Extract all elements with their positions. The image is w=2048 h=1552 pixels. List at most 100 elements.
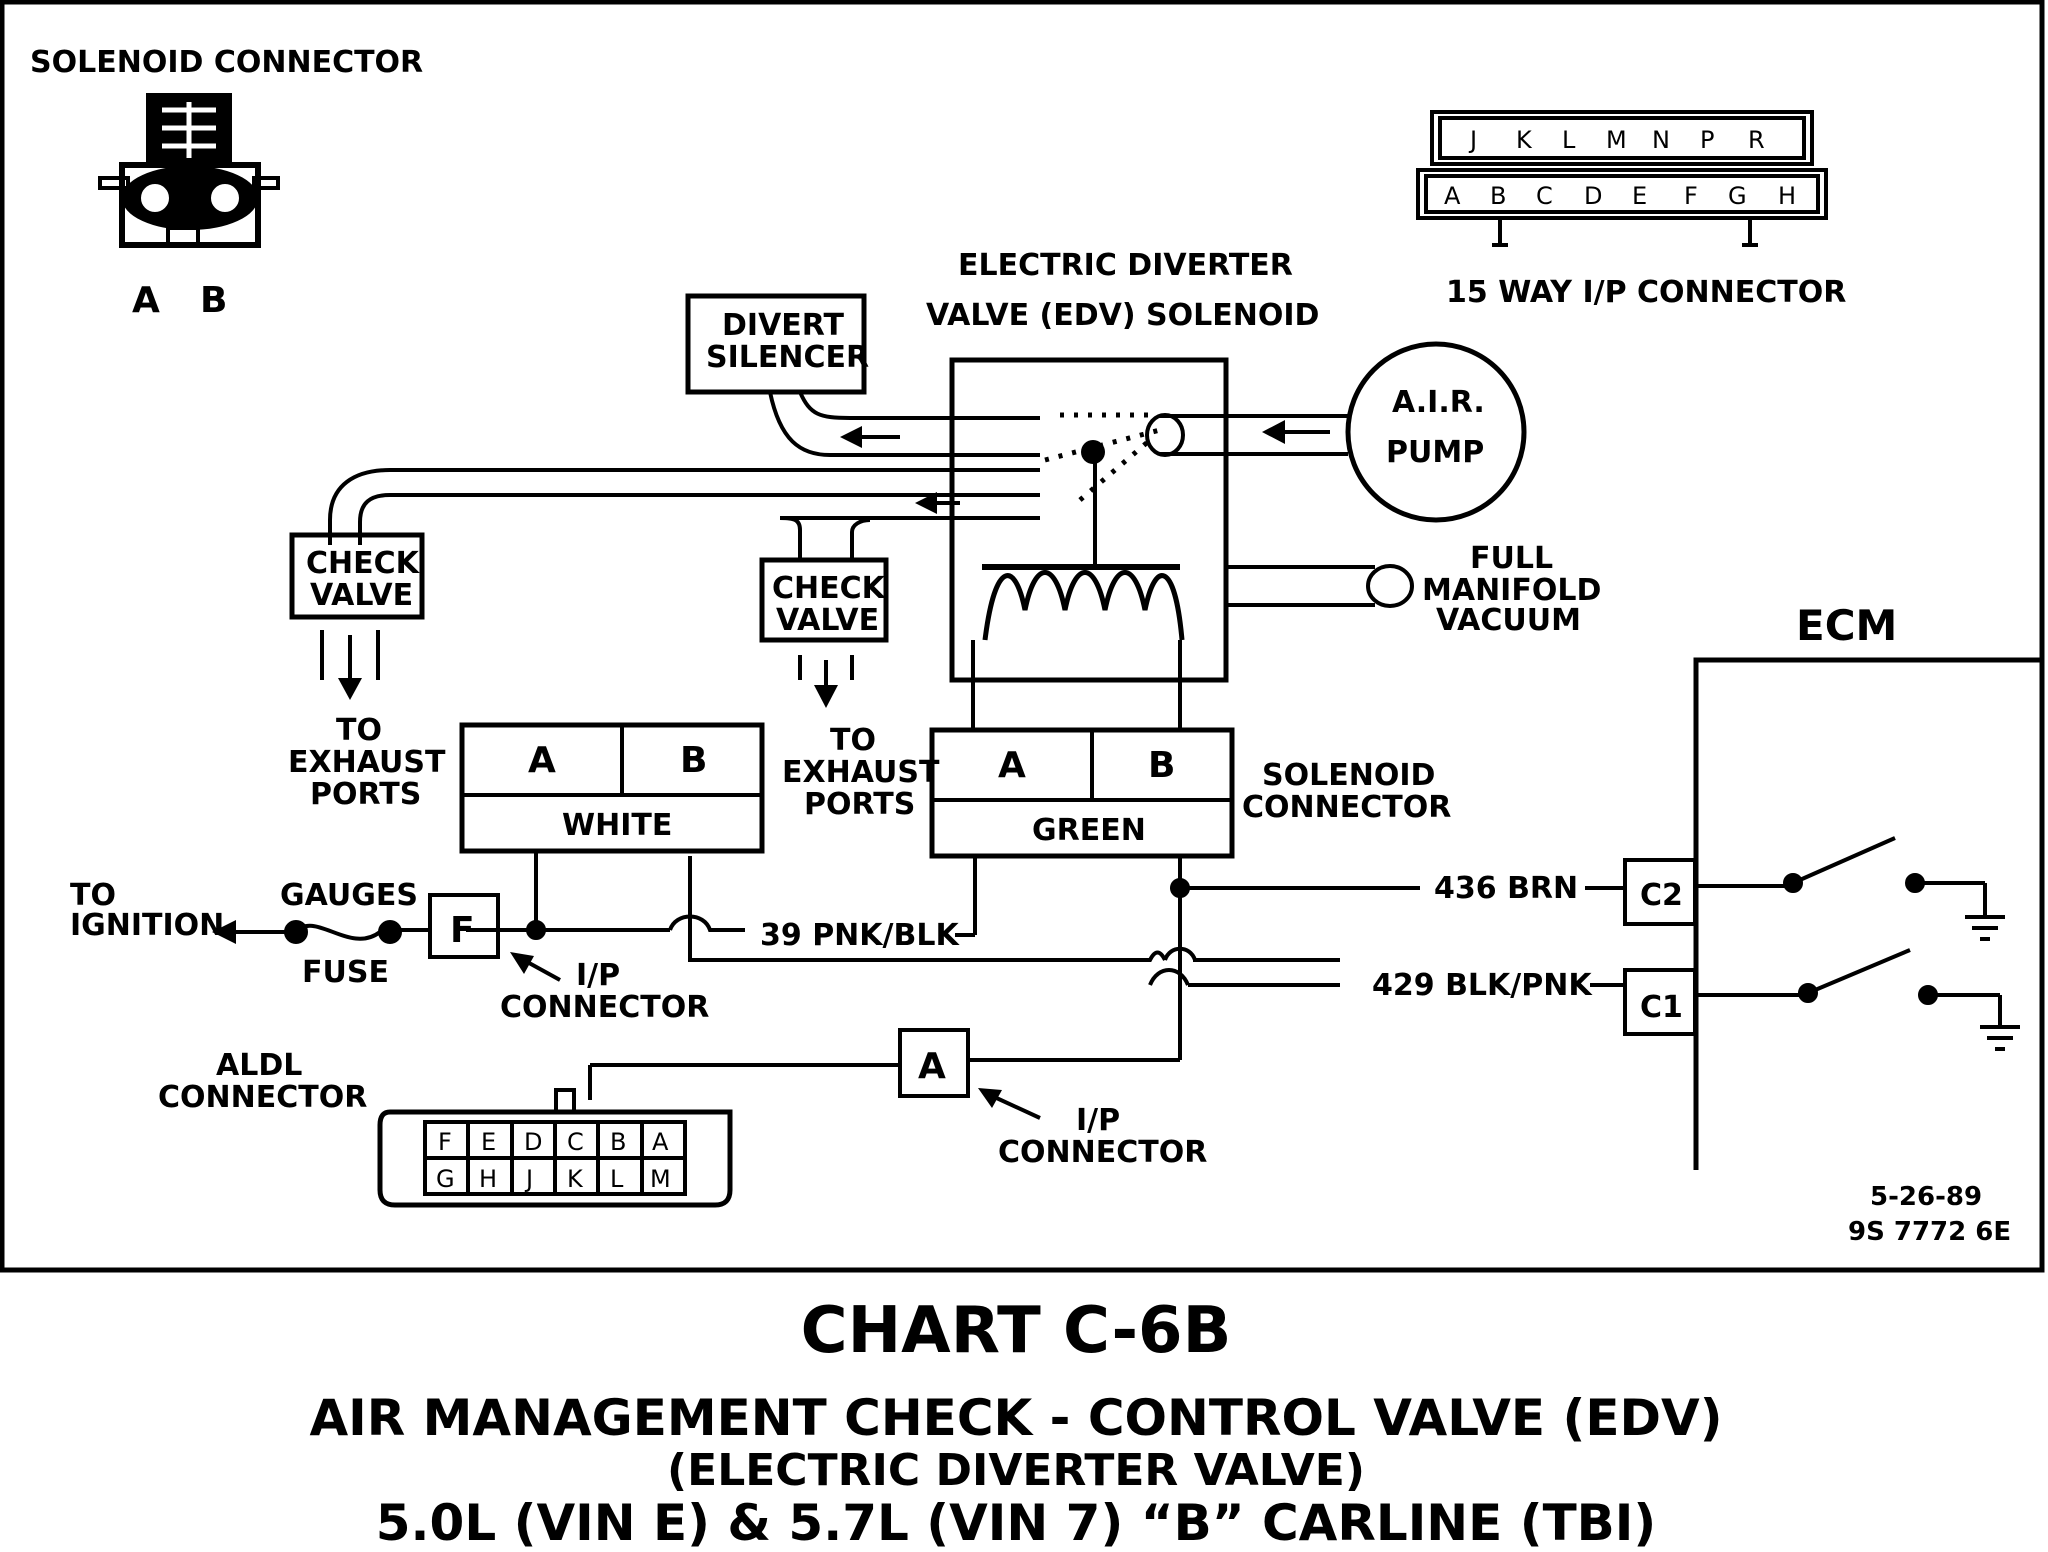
aldl-line2: CONNECTOR (158, 1080, 367, 1115)
svg-text:C: C (567, 1128, 584, 1156)
white-connector-b: B (680, 740, 707, 781)
check-valve-left-line1: CHECK (306, 546, 421, 581)
chart-engine: 5.0L (VIN E) & 5.7L (VIN 7) “B” CARLINE … (376, 1494, 1657, 1552)
solenoid-pin-b: B (200, 280, 227, 321)
chart-id: CHART C-6B (801, 1294, 1232, 1368)
green-connector-b: B (1148, 745, 1175, 786)
air-pump-circle (1345, 341, 1527, 523)
svg-text:M: M (650, 1165, 671, 1193)
diagram-frame (0, 0, 2045, 1273)
date-line1: 5-26-89 (1870, 1182, 1982, 1212)
svg-text:E: E (1632, 182, 1647, 210)
svg-text:A: A (1444, 182, 1461, 210)
solenoid-coil (982, 570, 1185, 641)
chart-subtitle: (ELECTRIC DIVERTER VALVE) (667, 1445, 1365, 1496)
ip-connector-15-way (1416, 110, 1828, 247)
wire-429-blk-pnk (688, 856, 1167, 962)
divert-silencer-box (685, 293, 867, 395)
ignition-line1: TO (70, 878, 116, 913)
check-valve-mid-line2: VALVE (776, 603, 879, 638)
ip-connector-15-pins-top: J K L M N P R (1468, 126, 1765, 154)
svg-text:C: C (1536, 182, 1553, 210)
svg-text:A: A (652, 1128, 669, 1156)
svg-text:L: L (1562, 126, 1576, 154)
svg-text:B: B (610, 1128, 626, 1156)
aldl-pins-top: F E D C B A (438, 1128, 669, 1156)
a-box-label: A (918, 1046, 946, 1087)
ip-connector-a-line2: CONNECTOR (998, 1135, 1207, 1170)
svg-text:F: F (438, 1128, 452, 1156)
svg-text:P: P (1700, 126, 1714, 154)
green-connector (929, 727, 1235, 859)
svg-text:R: R (1748, 126, 1765, 154)
solenoid-connector-label-line1: SOLENOID (1262, 758, 1435, 793)
aldl-connector (377, 1088, 733, 1208)
svg-text:L: L (610, 1165, 624, 1193)
svg-text:M: M (1606, 126, 1627, 154)
edv-label-line1: ELECTRIC DIVERTER (958, 248, 1293, 283)
aldl-pins-bottom: G H J K L M (436, 1165, 671, 1193)
ecm-c2-pin (1623, 858, 1697, 926)
ip-connector-f-line2: CONNECTOR (500, 990, 709, 1025)
white-connector-a: A (528, 740, 556, 781)
white-connector-color: WHITE (562, 808, 672, 843)
wire-429-label: 429 BLK/PNK (1372, 968, 1593, 1003)
solenoid-connector-label-line2: CONNECTOR (1242, 790, 1451, 825)
air-pump-line1: A.I.R. (1392, 385, 1485, 420)
chart-title: AIR MANAGEMENT CHECK - CONTROL VALVE (ED… (309, 1389, 1722, 1447)
wire-436-label: 436 BRN (1434, 871, 1578, 906)
ip-connector-f-line1: I/P (576, 958, 620, 993)
gauges-label: GAUGES (280, 878, 418, 913)
exhaust-mid-line3: PORTS (804, 787, 915, 822)
exhaust-mid-line1: TO (830, 723, 876, 758)
aldl-line1: ALDL (216, 1048, 302, 1083)
air-pump-line2: PUMP (1386, 435, 1484, 470)
svg-text:J: J (524, 1165, 533, 1193)
white-connector (459, 722, 765, 854)
date-line2: 9S 7772 6E (1848, 1217, 2011, 1247)
ecm-label: ECM (1796, 601, 1897, 650)
exhaust-left-line1: TO (336, 713, 382, 748)
valve-pivot (1081, 440, 1105, 464)
exhaust-mid-line2: EXHAUST (782, 755, 940, 790)
manifold-line3: VACUUM (1436, 603, 1581, 638)
fuse-symbol (294, 923, 382, 941)
valve-dotted-paths (1044, 412, 1161, 502)
check-valve-mid-box (759, 557, 889, 643)
pump-port (1145, 413, 1185, 457)
svg-text:H: H (479, 1165, 497, 1193)
svg-text:D: D (1584, 182, 1602, 210)
f-box-label: F (450, 910, 475, 951)
ip-connector-15-pins-bottom: A B C D E F G H (1444, 182, 1796, 210)
solenoid-pin-a: A (132, 280, 160, 321)
svg-text:B: B (1490, 182, 1506, 210)
svg-text:K: K (1516, 126, 1533, 154)
ecm-c1-pin (1623, 968, 1697, 1036)
manifold-line2: MANIFOLD (1422, 573, 1601, 608)
ip-connector-15-label: 15 WAY I/P CONNECTOR (1446, 275, 1846, 310)
check-valve-left-line2: VALVE (310, 578, 413, 613)
svg-text:N: N (1652, 126, 1670, 154)
svg-text:G: G (436, 1165, 455, 1193)
check-valve-mid-line1: CHECK (772, 571, 887, 606)
ip-connector-a-line1: I/P (1076, 1103, 1120, 1138)
solenoid-connector-title: SOLENOID CONNECTOR (30, 45, 423, 80)
svg-text:D: D (524, 1128, 542, 1156)
edv-label-line2: VALVE (EDV) SOLENOID (926, 298, 1319, 333)
ecm-c2-label: C2 (1640, 878, 1683, 913)
exhaust-left-line3: PORTS (310, 777, 421, 812)
svg-text:F: F (1684, 182, 1698, 210)
divert-silencer-line1: DIVERT (722, 308, 845, 343)
green-connector-color: GREEN (1032, 813, 1146, 848)
ip-connector-f-box (428, 893, 500, 959)
svg-text:J: J (1468, 126, 1477, 154)
svg-text:K: K (567, 1165, 584, 1193)
svg-text:H: H (1778, 182, 1796, 210)
solenoid-connector-icon (98, 93, 280, 248)
divert-silencer-line2: SILENCER (706, 340, 869, 375)
green-connector-a: A (998, 745, 1026, 786)
ecm-c1-label: C1 (1640, 990, 1683, 1025)
manifold-line1: FULL (1470, 541, 1553, 576)
